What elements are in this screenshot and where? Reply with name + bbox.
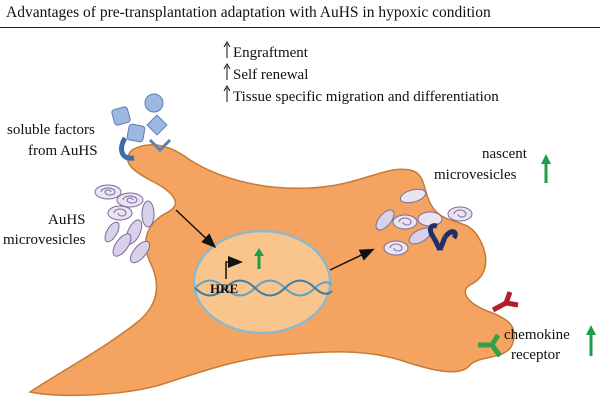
red-chemokine-receptor-icon <box>491 291 519 313</box>
up-arrow-icon <box>223 41 231 58</box>
benefit-arrow-icons <box>223 41 231 102</box>
promoter-arrow-icon <box>225 256 243 279</box>
auhs-microvesicles-label-line2: microvesicles <box>3 232 86 248</box>
green-chemokine-receptor-icon <box>478 333 503 358</box>
title-divider <box>0 27 600 28</box>
chemokine-up-arrow-icon <box>586 325 596 356</box>
blue-receptor-icon <box>427 223 458 252</box>
nascent-label-line2: microvesicles <box>434 167 517 183</box>
up-arrow-icon <box>223 85 231 102</box>
auhs-microvesicles-icons <box>94 184 155 264</box>
nascent-up-arrow-icon <box>541 154 551 183</box>
up-arrow-icon <box>223 63 231 80</box>
hre-label: HRE <box>210 281 238 296</box>
nucleus-up-arrow-icon <box>254 248 264 269</box>
chemokine-label-line1: chemokine <box>504 327 570 343</box>
nascent-microvesicles-icons <box>375 188 473 256</box>
auhs-microvesicles-label-line1: AuHS <box>48 212 86 228</box>
benefit-migration-differentiation: Tissue specific migration and differenti… <box>233 89 499 105</box>
release-arrow <box>329 248 375 271</box>
benefit-self-renewal: Self renewal <box>233 67 308 83</box>
soluble-factors-icons <box>111 93 172 161</box>
diagram-title: Advantages of pre-transplantation adapta… <box>6 4 491 21</box>
dna-helix-icon <box>194 279 333 297</box>
uptake-arrow <box>175 209 217 249</box>
benefit-engraftment: Engraftment <box>233 45 309 61</box>
nascent-label-line1: nascent <box>482 146 528 162</box>
chemokine-label-line2: receptor <box>511 347 560 363</box>
soluble-factors-label-line1: soluble factors <box>7 122 95 138</box>
soluble-factors-label-line2: from AuHS <box>28 143 98 159</box>
